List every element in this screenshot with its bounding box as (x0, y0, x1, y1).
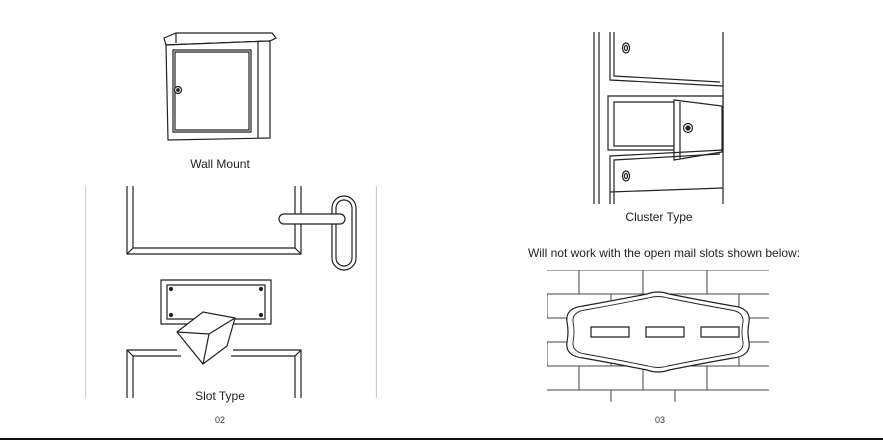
wall-mount-mailbox-illustration (158, 28, 278, 148)
cluster-mailbox-icon (592, 32, 727, 204)
right-page: Cluster Type Will not work with the open… (442, 0, 883, 442)
open-mail-slot-wall-icon (547, 270, 769, 402)
slot-type-caption: Slot Type (170, 389, 270, 403)
door-mail-slot-icon (85, 186, 377, 398)
cluster-type-caption: Cluster Type (604, 210, 714, 224)
warning-text: Will not work with the open mail slots s… (504, 246, 824, 260)
bottom-border (0, 438, 883, 440)
wall-mount-caption: Wall Mount (170, 157, 270, 171)
slot-type-illustration (85, 186, 377, 398)
page-number-left: 02 (205, 415, 235, 425)
page-number-right: 03 (645, 415, 675, 425)
cluster-type-illustration (592, 32, 727, 204)
open-mail-slot-illustration (547, 270, 769, 402)
wall-mount-mailbox-icon (158, 28, 278, 148)
left-page: Wall Mount (0, 0, 441, 442)
